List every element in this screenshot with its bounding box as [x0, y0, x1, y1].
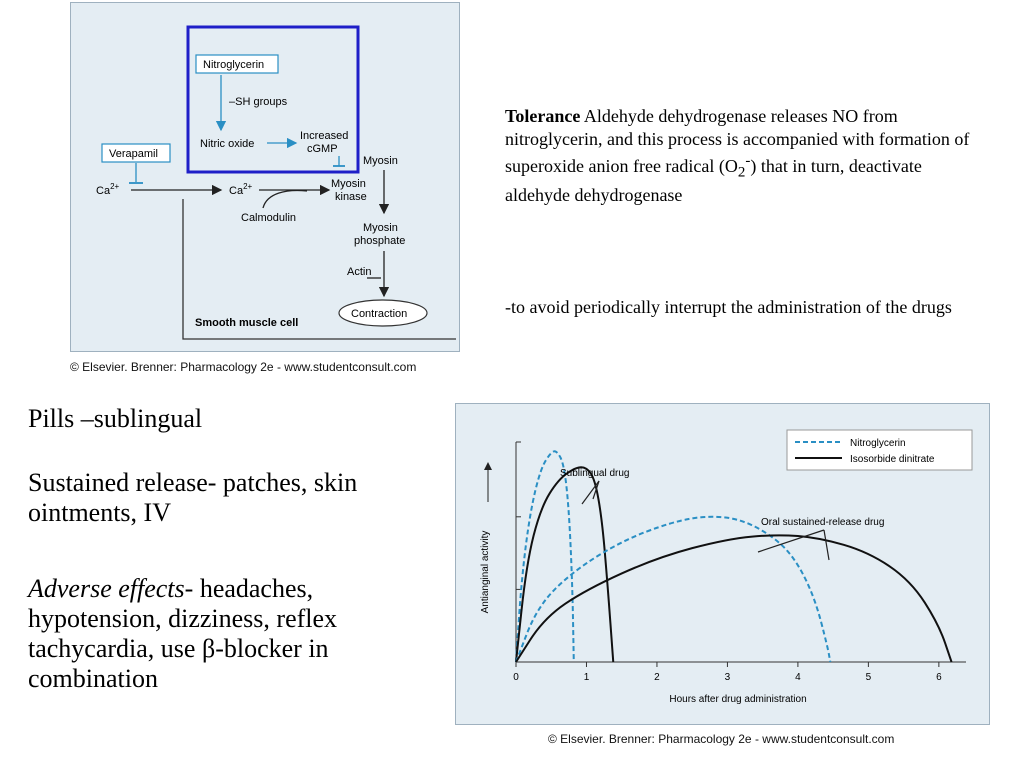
pathway-diagram-svg: Nitroglycerin –SH groups Nitric oxide In… [96, 25, 456, 340]
ca-outside-label: Ca2+ [96, 182, 120, 197]
chart-credit: © Elsevier. Brenner: Pharmacology 2e - w… [548, 732, 895, 746]
myosin-label: Myosin [363, 155, 398, 167]
adverse-effects-heading: Adverse effects [28, 574, 185, 603]
annotation-oral-pointer [823, 529, 830, 561]
actin-label: Actin [347, 266, 371, 278]
x-tick-label: 1 [584, 672, 590, 683]
pathway-diagram: Nitroglycerin –SH groups Nitric oxide In… [70, 2, 460, 352]
increased-cgmp-line1: Increased [300, 130, 348, 142]
verapamil-label: Verapamil [109, 148, 158, 160]
highlight-box [186, 25, 360, 174]
contraction-oval [338, 299, 428, 327]
x-tick-label: 2 [654, 672, 660, 683]
tolerance-subscript: 2 [737, 164, 746, 181]
bullet-adverse-effects: Adverse effects- headaches, hypotension,… [28, 574, 448, 694]
nitroglycerin-label: Nitroglycerin [203, 59, 264, 71]
x-tick-label: 6 [936, 672, 942, 683]
sh-groups-label: –SH groups [229, 96, 288, 108]
bullet-sustained-release: Sustained release- patches, skin ointmen… [28, 468, 358, 527]
annotation-oral-pointer [757, 529, 825, 553]
x-tick-label: 4 [795, 672, 801, 683]
x-axis-label: Hours after drug administration [669, 694, 806, 705]
contraction-label: Contraction [351, 308, 407, 320]
calmodulin-curve [262, 189, 308, 209]
nitric-oxide-label: Nitric oxide [200, 138, 254, 150]
series-line [515, 466, 615, 663]
legend-box [786, 429, 973, 471]
y-direction-arrowhead [484, 462, 492, 470]
myosin-phosphate-line2: phosphate [354, 235, 405, 247]
adverse-effects-text: - headaches, hypotension, dizziness, ref… [28, 574, 338, 693]
x-tick-label: 3 [725, 672, 731, 683]
calmodulin-label: Calmodulin [241, 212, 296, 224]
nitroglycerin-box [195, 54, 279, 74]
myosin-phosphate-line1: Myosin [363, 222, 398, 234]
legend-label: Nitroglycerin [850, 438, 906, 449]
series-line [515, 534, 953, 663]
diagram-credit: © Elsevier. Brenner: Pharmacology 2e - w… [70, 360, 417, 374]
annotation-oral: Oral sustained-release drug [761, 517, 884, 528]
tolerance-tail: ) that in turn, deactivate aldehyde dehy… [505, 156, 922, 206]
cell-membrane [182, 199, 456, 340]
tolerance-superscript: - [745, 153, 751, 169]
series-line [515, 515, 832, 663]
legend-label: Isosorbide dinitrate [850, 454, 935, 465]
annotation-sublingual-pointer [581, 480, 600, 505]
smooth-muscle-cell-label: Smooth muscle cell [195, 317, 298, 329]
y-axis-label: Antianginal activity [480, 531, 491, 614]
avoid-paragraph: -to avoid periodically interrupt the adm… [505, 297, 952, 317]
myosin-kinase-line1: Myosin [331, 178, 366, 190]
increased-cgmp-line2: cGMP [307, 143, 338, 155]
x-tick-label: 5 [866, 672, 872, 683]
tolerance-paragraph: Tolerance Aldehyde dehydrogenase release… [505, 105, 975, 207]
bullet-pills: Pills –sublingual [28, 404, 203, 433]
series-line [515, 450, 575, 663]
annotation-sublingual-pointer [592, 480, 600, 500]
annotation-sublingual: Sublingual drug [560, 468, 630, 479]
verapamil-box [101, 143, 171, 163]
x-tick-label: 0 [513, 672, 519, 683]
myosin-kinase-line2: kinase [335, 191, 367, 203]
ca-inside-label: Ca2+ [229, 182, 253, 197]
tolerance-heading: Tolerance [505, 106, 581, 126]
tolerance-body: Aldehyde dehydrogenase releases NO from … [505, 106, 970, 176]
